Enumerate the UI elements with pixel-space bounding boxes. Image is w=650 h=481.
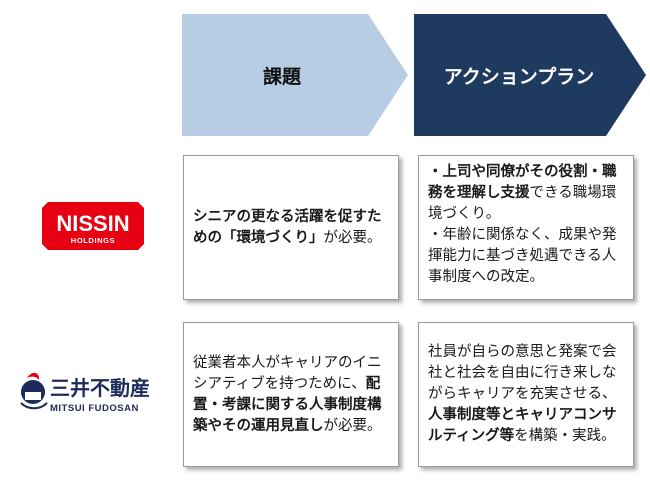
mitsui-name-en: MITSUI FUDOSAN: [50, 403, 139, 414]
nissin-action-point-1-text: できる職場環境づくり。: [428, 185, 617, 222]
issue-chevron-shape: [182, 14, 408, 136]
nissin-holdings-text: HOLDINGS: [71, 236, 115, 245]
mitsui-issue-box: 従業者本人がキャリアのイニシアティブを持つために、配置・考課に関する人事制度構築…: [183, 322, 399, 467]
issue-header-chevron: 課題: [182, 14, 408, 136]
mitsui-action-box: 社員が自らの意思と発案で会社と社会を自由に行き来しながらキャリアを充実させる、人…: [418, 322, 634, 467]
nissin-wordmark: NISSIN: [56, 211, 129, 236]
mitsui-fudosan-logo: 三井不動産 MITSUI FUDOSAN: [16, 370, 166, 418]
action-header-chevron: アクションプラン: [414, 14, 646, 136]
mitsui-issue-text-1: 従業者本人がキャリアのイニシアティブを持つために、: [193, 354, 382, 392]
nissin-issue-box: シニアの更なる活躍を促すための「環境づくり」が必要。: [183, 155, 399, 300]
issue-header-label: 課題: [262, 65, 301, 88]
action-chevron-shape: [414, 14, 646, 136]
nissin-action-box: ・上司や同僚がその役割・職務を理解し支援できる職場環境づくり。 ・年齢に関係なく…: [418, 155, 634, 300]
nissin-issue-text: が必要。: [323, 229, 382, 246]
nissin-action-point-1: ・上司や同僚がその役割・職務を理解し支援できる職場環境づくり。: [428, 162, 625, 225]
nissin-issue-bold: シニアの更なる活躍を促すための「環境づくり」: [193, 208, 382, 246]
mitsui-emblem-icon: [20, 372, 48, 410]
nissin-holdings-logo: NISSIN HOLDINGS: [38, 200, 148, 252]
mitsui-issue-bold: 配置・考課に関する人事制度構築やその運用見直し: [193, 375, 382, 434]
mitsui-action-text-1: 社員が自らの意思と発案で会社と社会を自由に行き来しながらキャリアを充実させる、: [428, 344, 617, 402]
action-header-label: アクションプラン: [443, 65, 595, 88]
mitsui-issue-text-2: が必要。: [323, 417, 382, 434]
mitsui-action-text-2: を構築・実践。: [514, 428, 616, 444]
mitsui-action-bold: 人事制度等とキャリアコンサルティング等: [428, 407, 617, 444]
nissin-action-point-2: ・年齢に関係なく、成果や発揮能力に基づき処遇できる人事制度への改定。: [428, 227, 617, 285]
mitsui-name-jp: 三井不動産: [50, 376, 150, 400]
nissin-action-point-1-bold: ・上司や同僚がその役割・職務を理解し支援: [428, 164, 617, 201]
